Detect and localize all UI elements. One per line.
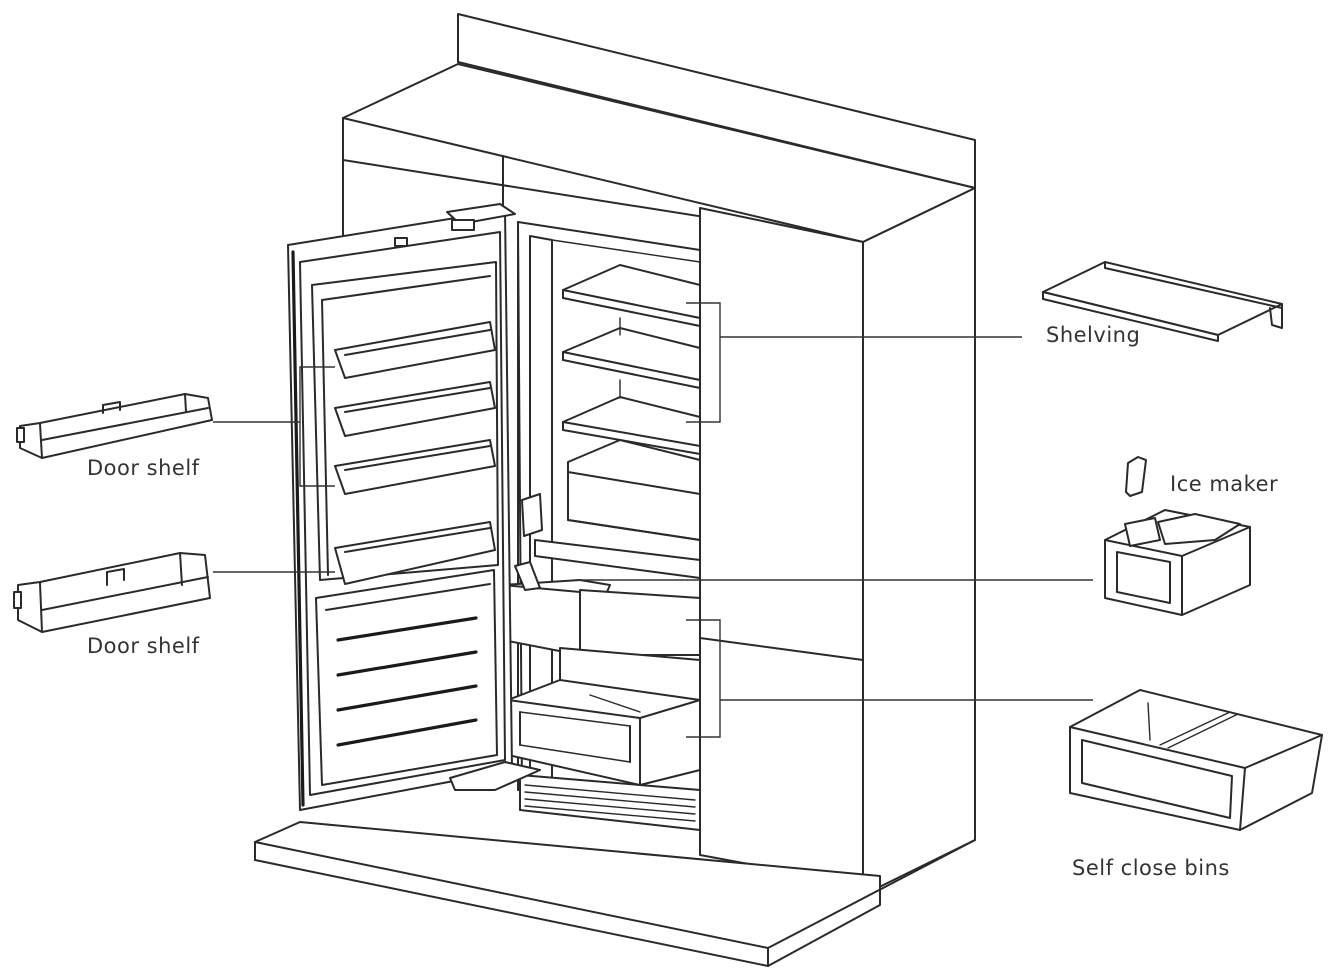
leader-lines bbox=[213, 302, 1093, 738]
door-shelf-upper-label: Door shelf bbox=[87, 456, 200, 480]
cabinet-enclosure bbox=[254, 13, 976, 967]
shelving-part bbox=[1042, 261, 1283, 342]
door-shelf-lower-label: Door shelf bbox=[87, 634, 200, 658]
self-close-bins-part bbox=[1069, 689, 1323, 831]
door-shelf-lower-part bbox=[13, 552, 211, 633]
door-shelf-upper-part bbox=[16, 393, 213, 459]
self-close-bins-label: Self close bins bbox=[1072, 856, 1230, 880]
ice-maker-part bbox=[1104, 456, 1251, 616]
open-door bbox=[287, 203, 541, 811]
shelving-label: Shelving bbox=[1046, 323, 1141, 347]
ice-maker-label: Ice maker bbox=[1170, 472, 1279, 496]
